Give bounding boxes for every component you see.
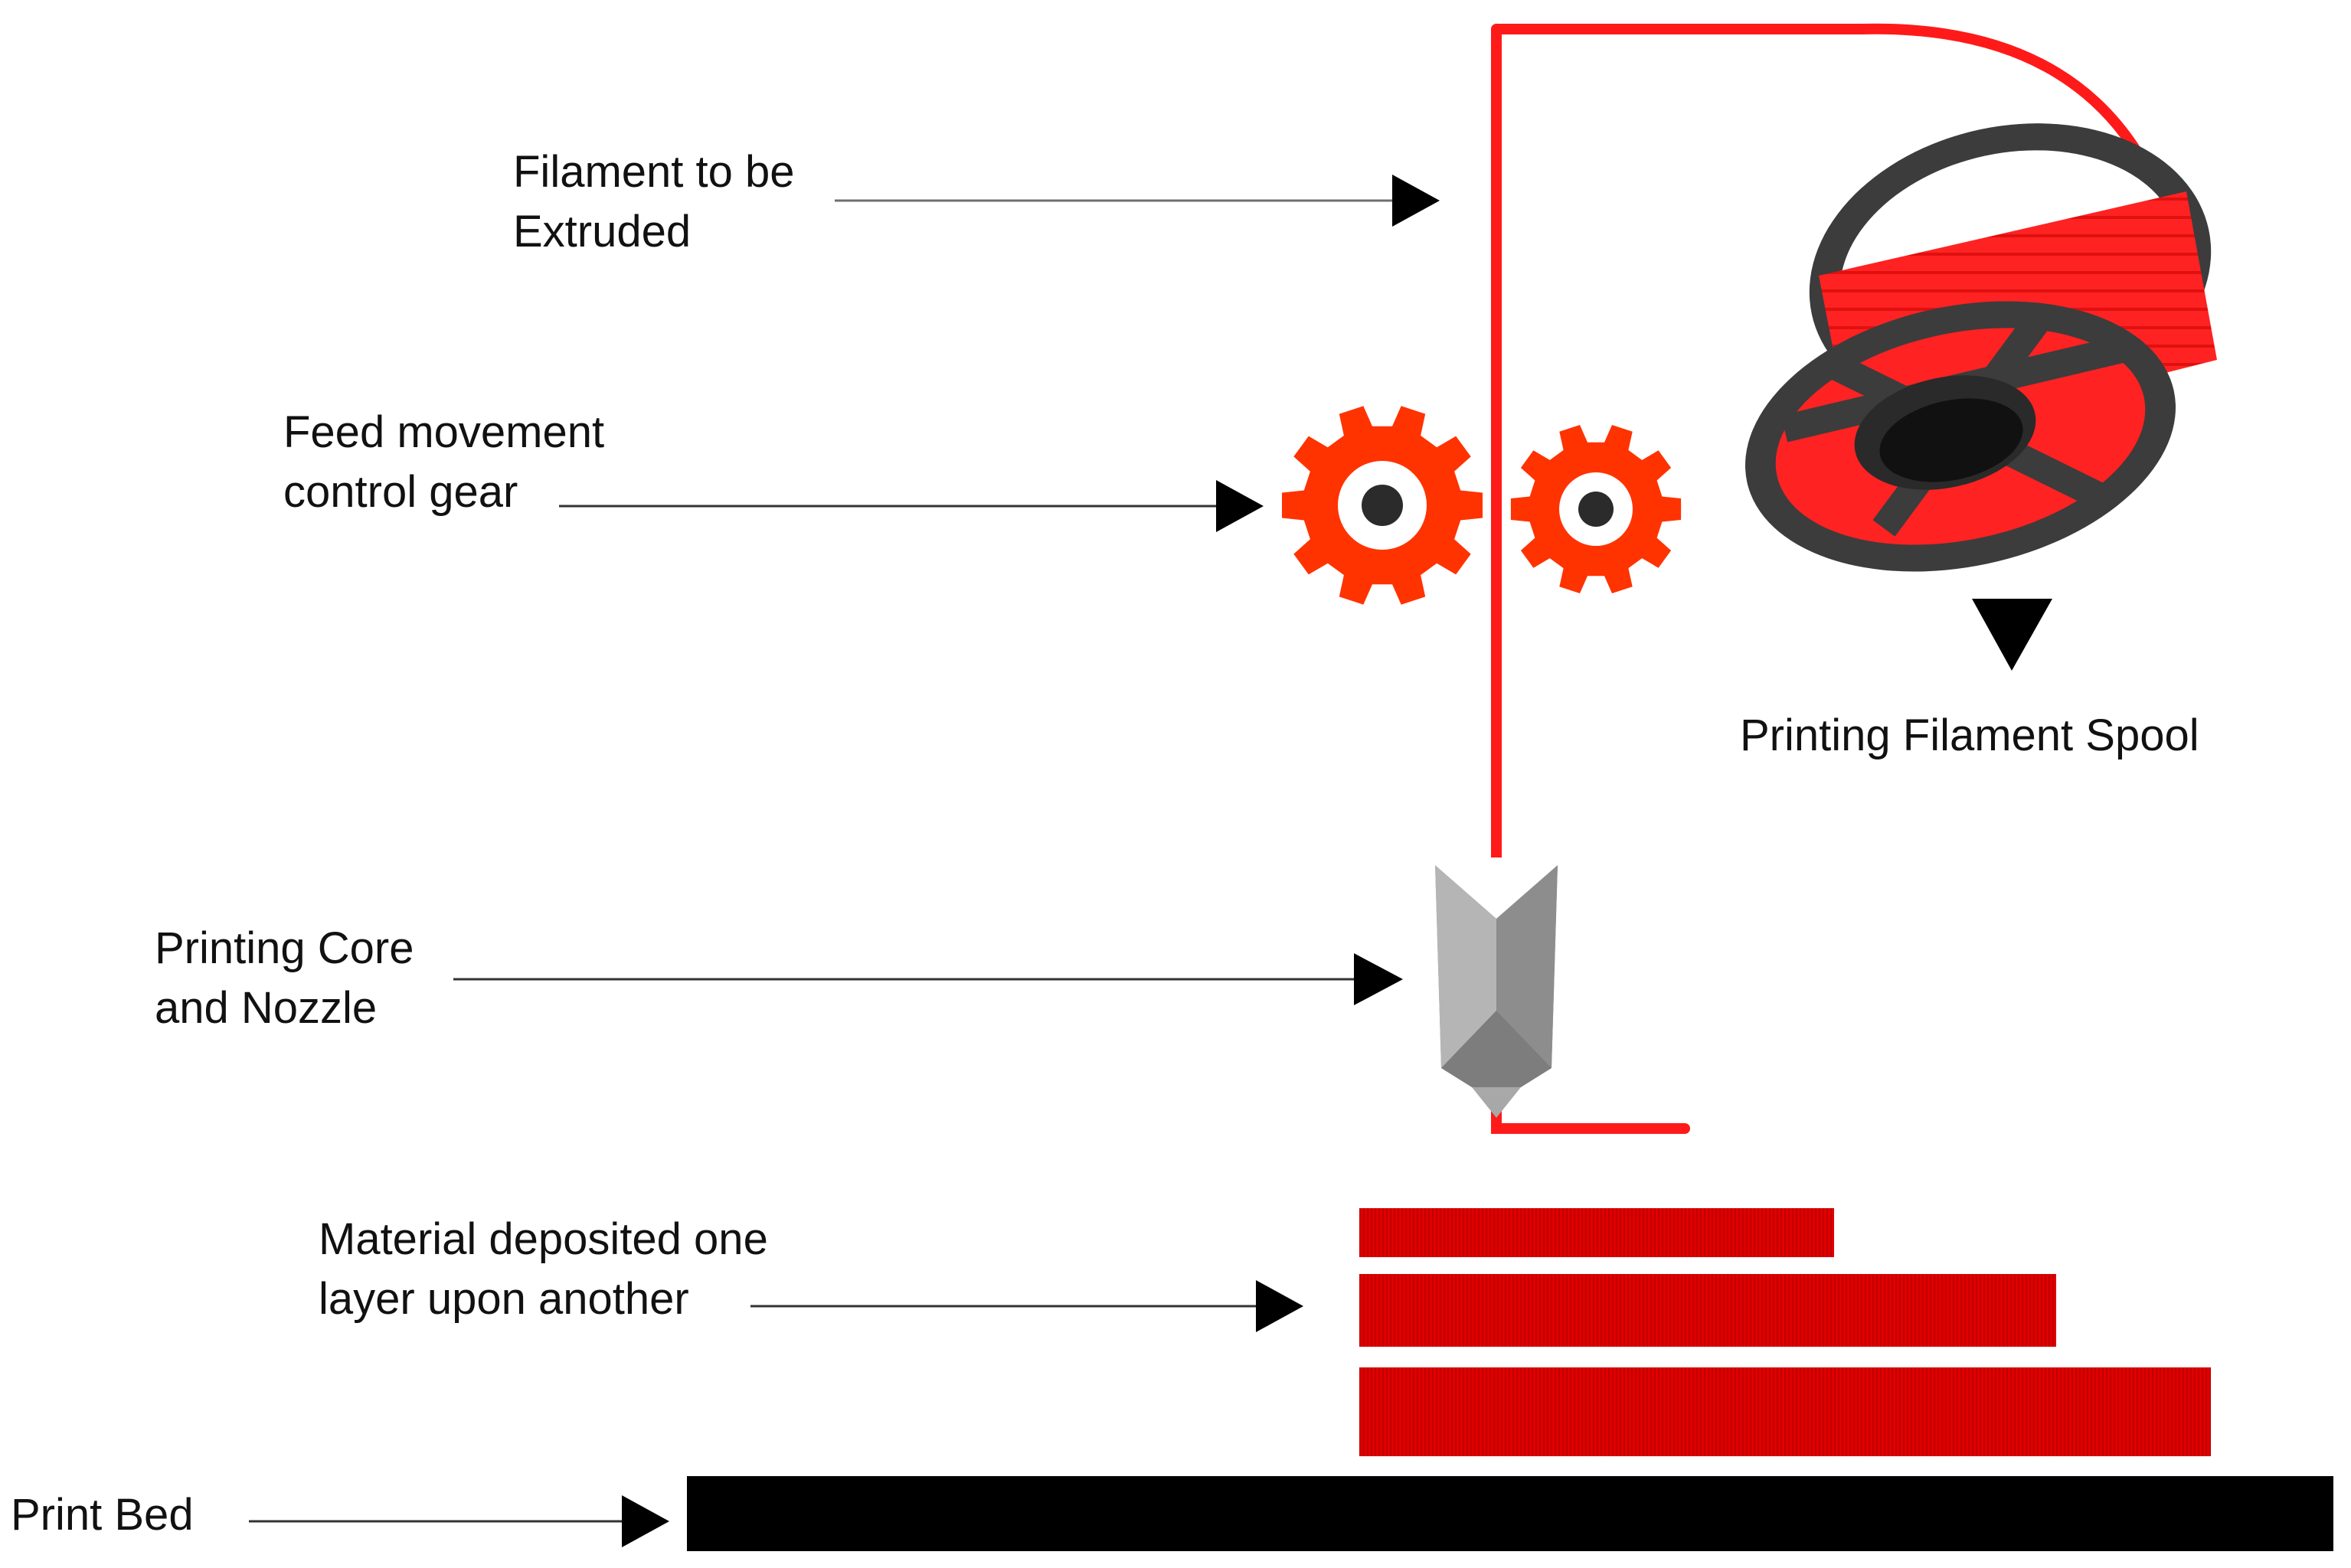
label-filament: Filament to be Extruded bbox=[513, 142, 795, 262]
arrow-gear bbox=[559, 480, 1264, 532]
label-gear-line2: control gear bbox=[283, 467, 518, 517]
label-material: Material deposited one layer upon anothe… bbox=[319, 1210, 768, 1329]
label-material-line2: layer upon another bbox=[319, 1274, 689, 1324]
label-gear: Feed movement control gear bbox=[283, 403, 604, 522]
label-gear-line1: Feed movement bbox=[283, 407, 605, 457]
label-spool: Printing Filament Spool bbox=[1740, 706, 2199, 766]
arrow-material bbox=[750, 1280, 1303, 1332]
label-material-line1: Material deposited one bbox=[319, 1214, 768, 1264]
arrow-spool bbox=[1972, 599, 2052, 671]
label-filament-line1: Filament to be bbox=[513, 147, 795, 197]
gear-icon bbox=[1282, 406, 1483, 605]
label-nozzle: Printing Core and Nozzle bbox=[155, 919, 414, 1038]
arrow-bed bbox=[249, 1495, 669, 1547]
label-nozzle-line1: Printing Core bbox=[155, 923, 414, 973]
print-bed bbox=[687, 1476, 2333, 1551]
label-spool-line1: Printing Filament Spool bbox=[1740, 710, 2199, 760]
nozzle-icon bbox=[1435, 865, 1558, 1118]
label-bed-line1: Print Bed bbox=[11, 1490, 194, 1540]
arrow-filament bbox=[835, 175, 1440, 227]
label-bed: Print Bed bbox=[11, 1485, 194, 1545]
arrow-nozzle bbox=[453, 953, 1403, 1005]
material-layer bbox=[1359, 1208, 1834, 1257]
spool-icon bbox=[1744, 123, 2217, 572]
label-filament-line2: Extruded bbox=[513, 207, 692, 256]
label-nozzle-line2: and Nozzle bbox=[155, 983, 378, 1033]
gear-icon bbox=[1510, 425, 1682, 593]
material-layer bbox=[1359, 1274, 2056, 1347]
material-layer bbox=[1359, 1367, 2211, 1456]
